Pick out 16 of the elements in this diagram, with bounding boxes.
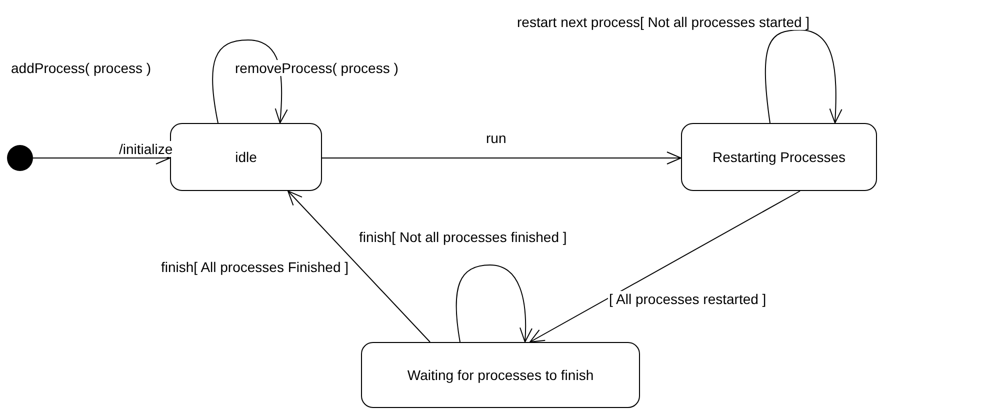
state-box: Restarting Processes <box>681 123 877 191</box>
initial-state-dot <box>7 145 33 171</box>
self-transition-arrow <box>456 264 532 342</box>
state-box: Waiting for processes to finish <box>361 342 640 408</box>
edge-label: finish[ Not all processes finished ] <box>358 229 568 245</box>
transition-label: removeProcess( process ) <box>234 60 400 76</box>
edge-label: /initialize <box>118 141 174 157</box>
self-transition-arrow <box>212 40 288 124</box>
transition-arrow <box>322 152 682 164</box>
transition-arrow <box>288 190 430 342</box>
edge-label: finish[ All processes Finished ] <box>160 259 350 275</box>
transition-arrow <box>530 190 800 342</box>
edge-label: restart next process[ Not all processes started ] <box>516 14 811 30</box>
edge-label: [ All processes restarted ] <box>608 291 768 307</box>
edge-label: addProcess( process ) <box>10 60 152 76</box>
self-transition-arrow <box>764 30 842 124</box>
